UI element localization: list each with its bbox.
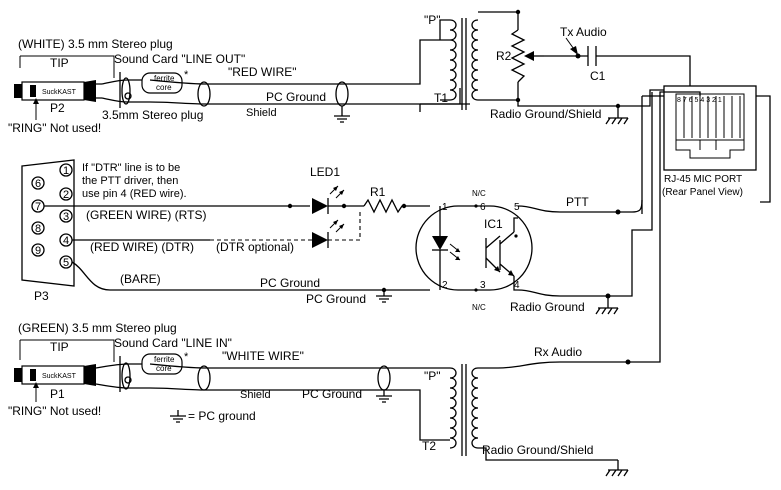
soundcard-in-label: Sound Card "LINE IN" — [114, 336, 232, 350]
dtr-line: (RED WIRE) (DTR) (DTR optional) — [72, 210, 361, 254]
pin5-label: 5 — [514, 202, 520, 213]
p-top-label: "P" — [424, 13, 441, 27]
red-wire-label: "RED WIRE" — [228, 65, 297, 79]
t1-label: T1 — [434, 91, 448, 105]
stereo-plug-top-label: 3.5mm Stereo plug — [102, 108, 203, 122]
svg-text:use pin 4 (RED wire).: use pin 4 (RED wire). — [82, 188, 187, 200]
white-plug-label: (WHITE) 3.5 mm Stereo plug — [18, 37, 173, 51]
svg-text:core: core — [156, 364, 172, 373]
shield-top-label: Shield — [246, 107, 277, 119]
t2-label: T2 — [422, 439, 436, 453]
svg-text:ferrite: ferrite — [154, 355, 175, 364]
svg-text:4: 4 — [63, 235, 69, 247]
tx-audio-label: Tx Audio — [560, 25, 607, 39]
radio-ground-shield-top: Radio Ground/Shield — [490, 107, 601, 121]
ring-top-label: "RING" Not used! — [8, 121, 101, 135]
pin1-label: 1 — [442, 202, 448, 213]
r1-resistor — [363, 198, 430, 214]
tip-top-label: TIP — [50, 56, 69, 70]
pc-ground-top-label: PC Ground — [266, 90, 326, 104]
capacitor-c1: C1 Radio Ground/Shield — [490, 46, 691, 125]
ic1-optocoupler: 1 2 6 3 5 4 N/C N/C IC1 — [415, 189, 533, 312]
rj45-subtitle: (Rear Panel View) — [662, 187, 743, 198]
bare-line: (BARE) PC Ground PC Ground — [71, 261, 430, 306]
ptt-label: PTT — [566, 195, 589, 209]
green-wire-label: (GREEN WIRE) (RTS) — [86, 208, 206, 222]
r1-label: R1 — [370, 185, 386, 199]
soundcard-out-label: Sound Card "LINE OUT" — [114, 52, 245, 66]
rts-line: (GREEN WIRE) (RTS) LED1 R1 — [44, 165, 430, 222]
p1-label: P1 — [50, 387, 65, 401]
svg-text:the PTT driver, then: the PTT driver, then — [82, 175, 178, 187]
led1-diode — [312, 198, 328, 214]
pin3-label: 3 — [480, 280, 486, 291]
svg-text:9: 9 — [35, 245, 41, 257]
p2-plug-assembly: (WHITE) 3.5 mm Stereo plug TIP SuckKAST … — [8, 37, 245, 135]
dtr-optional-label: (DTR optional) — [216, 240, 294, 254]
svg-text:*: * — [184, 351, 189, 363]
ferrite-core-bottom — [141, 353, 183, 375]
p2-label: P2 — [50, 101, 65, 115]
p1-plug-assembly: (GREEN) 3.5 mm Stereo plug TIP SuckKAST … — [8, 321, 232, 418]
rx-audio-label: Rx Audio — [534, 345, 582, 359]
ic1-label: IC1 — [484, 217, 503, 231]
svg-text:ferrite: ferrite — [154, 74, 175, 83]
red-wire-dtr-label: (RED WIRE) (DTR) — [90, 240, 194, 254]
pin4-label: 4 — [514, 280, 520, 291]
transformer-t2: "P" T2 Rx Audio Radio Ground/Shield — [422, 91, 701, 477]
nc-top-label: N/C — [472, 189, 486, 198]
db9-connector: 6 1 7 2 8 3 9 4 5 P3 — [21, 159, 75, 303]
p-bottom-label: "P" — [424, 369, 441, 383]
radio-ground-shield-bottom: Radio Ground/Shield — [482, 443, 593, 457]
p3-label: P3 — [34, 289, 49, 303]
svg-text:5: 5 — [63, 257, 69, 269]
svg-text:8: 8 — [35, 223, 41, 235]
ic1-body — [415, 205, 533, 291]
white-wire-label: "WHITE WIRE" — [222, 349, 304, 363]
rj45-title: RJ-45 MIC PORT — [664, 174, 742, 185]
pin6-label: 6 — [480, 202, 486, 213]
p2-plug-tip — [14, 84, 22, 98]
pc-ground-bottom-label: PC Ground — [302, 387, 362, 401]
svg-text:SuckKAST: SuckKAST — [42, 373, 77, 380]
pc-ground-mid2-label: PC Ground — [306, 292, 366, 306]
rj45-mic-port: 8 7 6 5 4 3 2 1 RJ-45 MIC PORT (Rear Pan… — [641, 85, 771, 214]
r2-potentiometer: R2 Tx Audio — [496, 9, 607, 103]
nc-bottom-label: N/C — [472, 303, 486, 312]
pc-ground-mid-label: PC Ground — [260, 276, 320, 290]
r2-label: R2 — [496, 49, 512, 63]
ring-bottom-label: "RING" Not used! — [8, 404, 101, 418]
green-plug-label: (GREEN) 3.5 mm Stereo plug — [18, 321, 177, 335]
pin2-label: 2 — [442, 280, 448, 291]
db9-shell — [21, 159, 75, 287]
svg-text:3: 3 — [63, 211, 69, 223]
rj45-pin-numbers: 8 7 6 5 4 3 2 1 — [677, 97, 722, 104]
ptt-line: PTT Radio Ground — [510, 92, 653, 315]
dtr-note: If "DTR" line is to be the PTT driver, t… — [82, 162, 187, 200]
led1-label: LED1 — [310, 165, 340, 179]
svg-text:core: core — [156, 83, 172, 92]
svg-text:6: 6 — [35, 178, 41, 190]
shield-bottom-label: Shield — [240, 389, 271, 401]
svg-text:1: 1 — [63, 165, 69, 177]
svg-text:2: 2 — [63, 189, 69, 201]
c1-label: C1 — [590, 69, 606, 83]
tip-bottom-label: TIP — [50, 340, 69, 354]
bottom-cable: ferrite core * "WHITE WIRE" Shield PC Gr… — [95, 349, 450, 441]
bare-label: (BARE) — [120, 272, 161, 286]
svg-text:SuckKAST: SuckKAST — [42, 89, 77, 96]
pc-ground-legend: = PC ground — [188, 409, 256, 423]
top-cable: ferrite core * "RED WIRE" PC Ground Shie… — [101, 39, 470, 123]
svg-text:*: * — [184, 69, 189, 81]
svg-text:7: 7 — [35, 201, 41, 213]
svg-text:If "DTR" line is to be: If "DTR" line is to be — [82, 162, 180, 174]
radio-ground-label: Radio Ground — [510, 300, 585, 314]
